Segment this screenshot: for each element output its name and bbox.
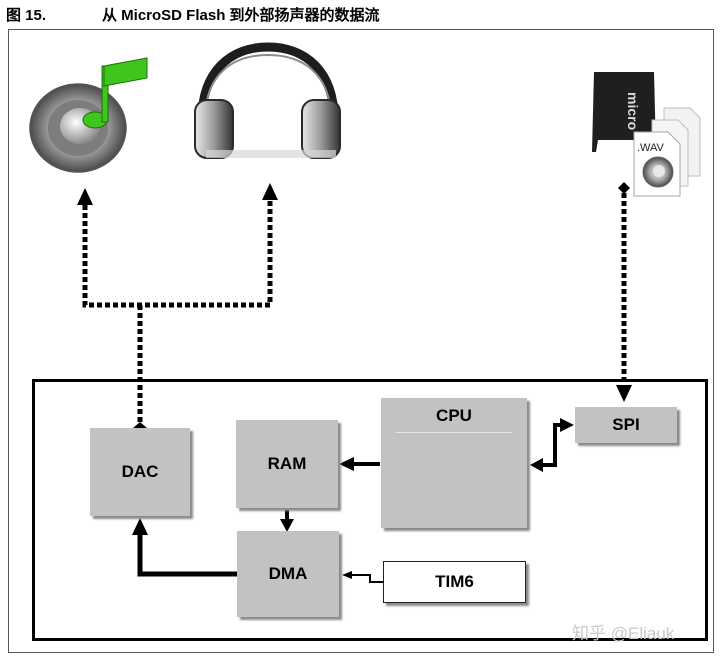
figure-title: 从 MicroSD Flash 到外部扬声器的数据流	[102, 7, 380, 24]
dma-to-dac-line	[137, 533, 237, 577]
figure-number: 图 15.	[6, 7, 47, 24]
speaker-music-note-icon	[29, 57, 148, 173]
dma-block: DMA	[237, 531, 339, 617]
svg-text:micro: micro	[625, 92, 641, 130]
arrow-into-ram	[339, 457, 354, 471]
headphones-icon	[194, 42, 341, 159]
dac-label: DAC	[121, 462, 159, 481]
cpu-label: CPU	[436, 406, 472, 425]
tim6-label: TIM6	[435, 572, 474, 591]
arrow-into-spi	[616, 385, 632, 402]
arrow-to-speaker	[77, 188, 93, 205]
tim6-block: TIM6	[383, 561, 526, 603]
ram-block: RAM	[236, 420, 338, 508]
arrow-trigger-dma	[342, 571, 352, 579]
arrow-into-cpu	[530, 458, 543, 472]
wav-file-label: .WAV	[637, 142, 665, 154]
figure-frame	[8, 29, 714, 653]
spi-block: SPI	[575, 407, 677, 443]
watermark: 知乎 @Eliauk	[572, 624, 675, 643]
arrow-into-dac	[132, 518, 148, 535]
arrow-into-spi-side	[560, 418, 574, 432]
dac-block: DAC	[90, 428, 190, 516]
ram-label: RAM	[267, 454, 307, 473]
cpu-spi-link	[543, 423, 561, 467]
cpu-block: CPU	[381, 398, 527, 528]
arrow-into-dma	[280, 519, 294, 532]
wav-file-stack-icon: .WAV	[633, 107, 701, 197]
tim6-trigger-line	[352, 574, 383, 583]
audio-output-path	[82, 200, 273, 425]
sd-output-diamond	[618, 182, 630, 194]
cpu-divider	[395, 432, 513, 433]
figure-caption: 图 15. 从 MicroSD Flash 到外部扬声器的数据流	[6, 4, 380, 25]
spi-label: SPI	[612, 415, 640, 434]
dma-label: DMA	[268, 564, 308, 583]
arrow-to-headphones	[262, 183, 278, 200]
mcu-board-frame	[32, 379, 708, 641]
